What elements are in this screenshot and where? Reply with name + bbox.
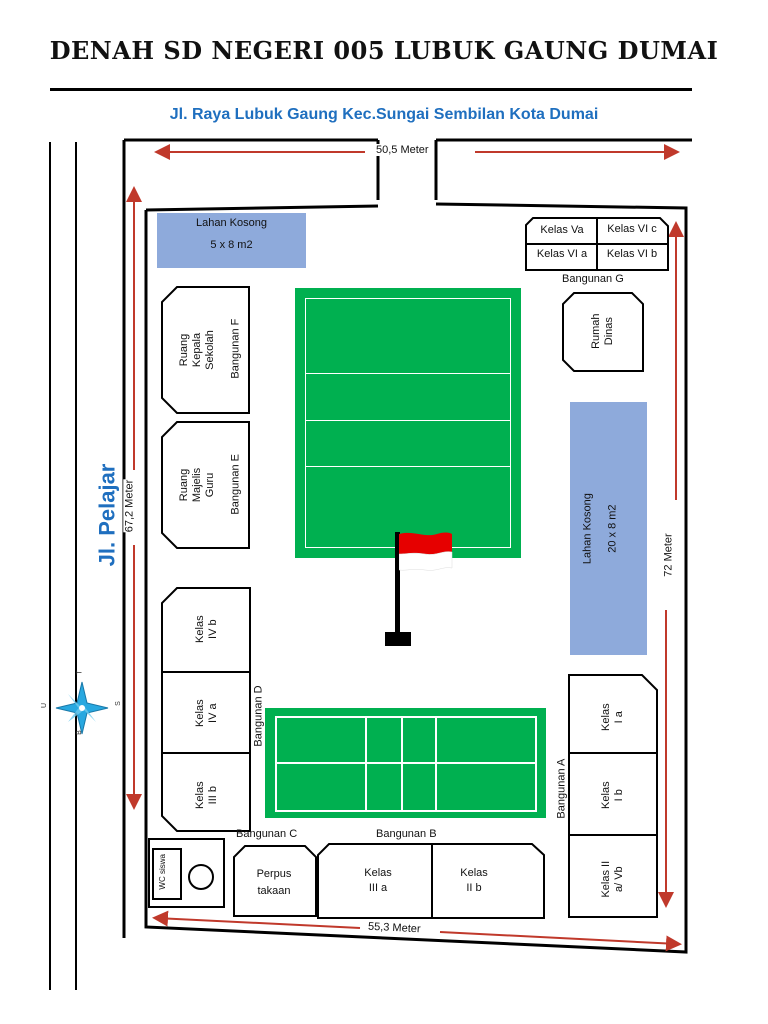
water-tank	[188, 864, 214, 890]
class-iia-vb: Kelas II a/ Vb	[599, 860, 625, 898]
class-iiia: Kelas III a	[364, 867, 392, 895]
indonesian-flag-icon	[399, 532, 453, 571]
building-g	[525, 217, 669, 271]
class-vib: Kelas VI b	[606, 248, 658, 260]
sports-field-upper	[295, 288, 521, 558]
building-c	[233, 845, 317, 917]
court-line-2	[401, 716, 403, 812]
school-fence-top-left	[145, 204, 379, 212]
building-f	[161, 286, 250, 414]
page-title: DENAH SD NEGERI 005 LUBUK GAUNG DUMAI	[49, 36, 719, 65]
empty-lot-right	[570, 402, 647, 655]
library-label: Perpus takaan	[256, 868, 292, 897]
building-b-label: Bangunan B	[376, 828, 437, 840]
wc-room	[152, 848, 182, 900]
wc-label: WC siswa	[158, 854, 168, 890]
teacher-room-label: Ruang Majelis Guru	[178, 467, 217, 503]
class-iib: Kelas II b	[460, 867, 488, 895]
arrow-bottom-right	[439, 931, 682, 952]
building-f-label: Bangunan F	[229, 318, 242, 379]
class-via: Kelas VI a	[536, 248, 588, 260]
dim-right: 72 Meter	[662, 533, 675, 577]
arrow-bottom-left	[152, 910, 361, 929]
building-c-label: Bangunan C	[236, 828, 298, 840]
court-midline	[275, 762, 537, 764]
title-underline	[50, 88, 692, 91]
court-line-1	[365, 716, 367, 812]
class-iva: Kelas IV a	[193, 699, 219, 727]
official-house	[562, 292, 644, 372]
principal-room-label: Ruang Kepala Sekolah	[178, 330, 217, 370]
street-label: Jl. Raya Lubuk Gaung Kec.Sungai Sembilan…	[169, 106, 599, 123]
flag-base	[385, 632, 411, 646]
flag-pole	[395, 532, 400, 636]
sports-court-lower	[265, 708, 546, 818]
dim-left: 67,2 Meter	[123, 479, 136, 533]
class-ia: Kelas I a	[599, 703, 625, 731]
class-ivb: Kelas IV b	[193, 615, 219, 643]
building-a	[568, 674, 658, 918]
building-g-label: Bangunan G	[562, 273, 624, 285]
class-iiib: Kelas III b	[193, 781, 219, 809]
official-house-label: Rumah Dinas	[589, 313, 615, 349]
compass-west: U	[41, 702, 49, 709]
field-divider-2	[305, 420, 511, 421]
building-e-label: Bangunan E	[229, 454, 242, 515]
field-divider-3	[305, 466, 511, 467]
building-e	[161, 421, 250, 549]
class-va: Kelas Va	[540, 224, 584, 236]
field-divider-1	[305, 373, 511, 374]
empty-lot-top-label: Lahan Kosong	[196, 217, 267, 229]
compass-rose-icon	[55, 681, 109, 735]
empty-lot-right-size: 20 x 8 m2	[606, 504, 619, 553]
empty-lot-right-label: Lahan Kosong	[581, 493, 594, 565]
field-lines-upper	[305, 298, 511, 548]
court-line-3	[435, 716, 437, 812]
dim-top: 50,5 Meter	[376, 144, 429, 156]
class-vic: Kelas VI c	[607, 223, 657, 235]
compass-south: B	[75, 730, 83, 735]
empty-lot-top: Lahan Kosong 5 x 8 m2	[157, 213, 306, 268]
building-a-label: Bangunan A	[555, 758, 568, 819]
school-fence	[144, 202, 688, 954]
building-b	[317, 843, 545, 919]
compass: U T S B	[41, 670, 122, 738]
compass-north: T	[76, 670, 84, 675]
building-d	[161, 587, 251, 832]
road-name: Jl. Pelajar	[94, 463, 120, 567]
compass-east: S	[114, 701, 122, 706]
empty-lot-top-size: 5 x 8 m2	[210, 239, 253, 251]
class-ib: Kelas I b	[599, 781, 625, 809]
building-d-label: Bangunan D	[252, 685, 265, 747]
court-outline	[275, 716, 537, 812]
